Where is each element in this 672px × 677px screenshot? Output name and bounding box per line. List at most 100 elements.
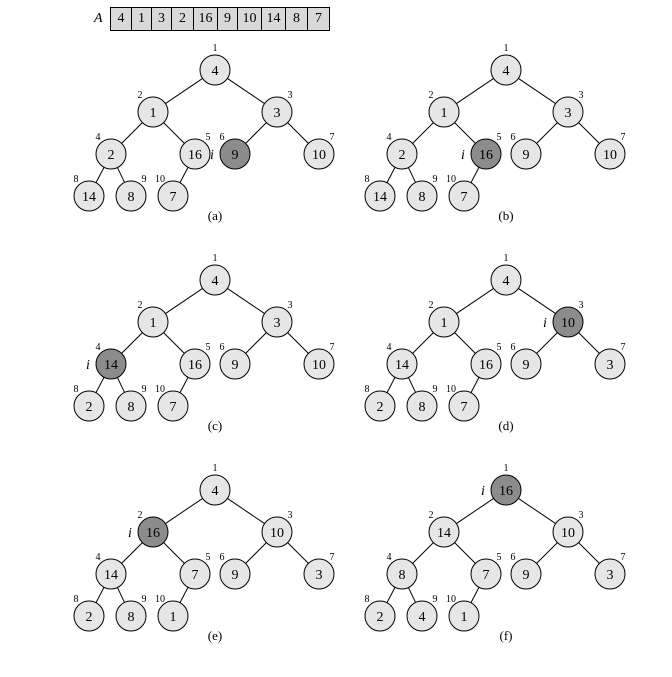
node-index: 5 (206, 552, 211, 563)
node-circle (73, 390, 105, 422)
heap-node-3: 33 (261, 300, 293, 338)
array-cell-8: 14 (261, 8, 285, 30)
heap-node-2: 12 (137, 300, 169, 338)
node-index: 8 (365, 174, 370, 185)
tree-edge (386, 587, 396, 603)
node-index: 9 (142, 594, 147, 605)
node-circle (219, 138, 251, 170)
node-value: 16 (188, 358, 202, 373)
node-index: 9 (142, 174, 147, 185)
node-index: 7 (330, 342, 335, 353)
node-circle (448, 180, 480, 212)
heap-node-1: 41 (199, 43, 231, 86)
node-circle (73, 180, 105, 212)
node-circle (428, 306, 460, 338)
tree-edge (227, 497, 265, 525)
node-value: 9 (523, 568, 530, 583)
tree-edge (412, 122, 434, 144)
node-value: 8 (419, 400, 426, 415)
heap-node-2: 12 (428, 300, 460, 338)
heap-node-4: 144 (95, 552, 127, 590)
node-value: 16 (479, 148, 493, 163)
node-circle (406, 390, 438, 422)
heap-node-4: 144 (386, 342, 418, 380)
node-index: 3 (579, 300, 584, 311)
tree-edge (407, 377, 417, 393)
heap-node-6: 96 (219, 552, 251, 590)
tree-edge (456, 497, 494, 525)
node-value: 1 (150, 106, 157, 121)
node-circle (115, 390, 147, 422)
node-index: 10 (155, 384, 165, 395)
node-value: 7 (192, 568, 199, 583)
tree-edge (407, 167, 417, 183)
heap-node-1: 161 (490, 463, 522, 506)
node-index: 6 (220, 552, 225, 563)
node-value: 16 (479, 358, 493, 373)
node-circle (510, 348, 542, 380)
array-cell-5: 16 (193, 8, 217, 30)
array-cell-6: 9 (217, 8, 237, 30)
node-circle (552, 516, 584, 548)
tree-edge (536, 542, 558, 564)
tree-edge (165, 77, 203, 105)
array-cell-9: 8 (285, 8, 307, 30)
node-circle (261, 516, 293, 548)
tree-edge (121, 122, 143, 144)
tree-edge (227, 287, 265, 315)
tree-edge (116, 167, 126, 183)
node-index: 10 (446, 594, 456, 605)
node-circle (137, 516, 169, 548)
tree-edge (536, 122, 558, 144)
tree-edge (287, 542, 309, 564)
node-value: 7 (170, 400, 177, 415)
node-circle (364, 390, 396, 422)
node-index: 1 (504, 463, 509, 474)
heap-node-4: 144 (95, 342, 127, 380)
heap-node-10: 110 (155, 594, 189, 632)
node-circle (490, 54, 522, 86)
panel-caption: (d) (498, 418, 513, 433)
heap-node-9: 49 (406, 594, 438, 632)
node-index: 3 (579, 510, 584, 521)
node-value: 2 (399, 148, 406, 163)
array-name: A (94, 11, 103, 26)
tree-edge (386, 377, 396, 393)
node-index: 7 (330, 552, 335, 563)
node-circle (594, 348, 626, 380)
node-circle (490, 264, 522, 296)
heap-node-10: 710 (446, 384, 480, 422)
node-index: 7 (330, 132, 335, 143)
node-index: 2 (138, 510, 143, 521)
node-value: 4 (503, 64, 510, 79)
node-circle (179, 348, 211, 380)
node-value: 14 (104, 358, 118, 373)
node-circle (157, 390, 189, 422)
node-circle (386, 558, 418, 590)
node-value: 2 (377, 610, 384, 625)
heap-node-8: 28 (364, 594, 396, 632)
i-marker: i (481, 484, 485, 499)
heap-node-10: 110 (446, 594, 480, 632)
node-circle (470, 138, 502, 170)
node-circle (594, 138, 626, 170)
node-index: 8 (74, 384, 79, 395)
tree-edge (163, 332, 185, 354)
heap-node-7: 37 (303, 552, 335, 590)
node-value: 8 (419, 190, 426, 205)
tree-edge (407, 587, 417, 603)
heap-node-3: 33 (261, 90, 293, 128)
node-circle (157, 180, 189, 212)
node-circle (95, 348, 127, 380)
heap-node-7: 107 (303, 132, 335, 170)
node-value: 16 (146, 526, 160, 541)
node-circle (448, 390, 480, 422)
node-circle (386, 138, 418, 170)
node-circle (137, 96, 169, 128)
node-value: 8 (128, 610, 135, 625)
node-circle (157, 600, 189, 632)
i-marker: i (461, 148, 465, 163)
node-index: 6 (511, 342, 516, 353)
